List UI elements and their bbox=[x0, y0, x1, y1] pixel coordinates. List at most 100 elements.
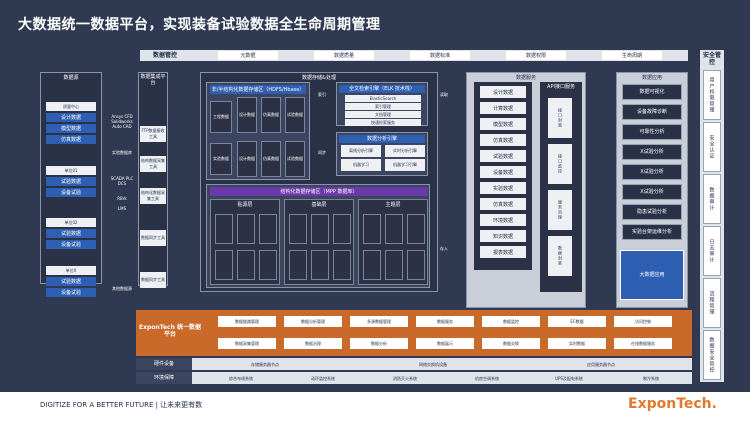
es-title: 全文检索引擎（ELK 技术栈） bbox=[339, 85, 425, 93]
collect-label: SCADA PLC DCS bbox=[110, 176, 134, 186]
service-item: 仿真数据 bbox=[480, 198, 526, 210]
mpp-cell bbox=[215, 250, 233, 280]
source-item: 设备试验 bbox=[46, 188, 96, 197]
api-title: API接口服务 bbox=[547, 84, 575, 90]
platform-head: ExponTech 统一数据平台 bbox=[139, 324, 201, 338]
env-item: 制冷系统 bbox=[643, 375, 659, 381]
governance-head: 数据管控 bbox=[152, 52, 177, 59]
env-item: 消防灭火系统 bbox=[393, 375, 417, 381]
source-item: 设计数据 bbox=[46, 113, 96, 122]
collect-tool: 数据同步工具 bbox=[140, 272, 166, 288]
api-item: 服务治理 bbox=[548, 190, 572, 230]
platform-item: 实时数据 bbox=[548, 338, 606, 349]
app-item: 可靠性分析 bbox=[622, 124, 682, 140]
mpp-cell bbox=[385, 250, 403, 280]
service-item: 模型数据 bbox=[480, 118, 526, 130]
hdfs-left: 工程数据 bbox=[210, 101, 232, 133]
security-item: 日志审计 bbox=[703, 226, 721, 276]
mpp-col-title: 基础层 bbox=[311, 201, 327, 208]
governance-item: 元数据 bbox=[218, 51, 278, 60]
security-item: 安全认证 bbox=[703, 122, 721, 172]
env-item: 动环监控系统 bbox=[311, 375, 335, 381]
mpp-cell bbox=[289, 214, 307, 244]
service-item: 计算数据 bbox=[480, 102, 526, 114]
label-read: 读取 bbox=[440, 92, 448, 97]
mpp-cell bbox=[237, 250, 255, 280]
mpp-title: 结构化数据存储区（MPP 数据库） bbox=[210, 187, 428, 196]
hw-item: 应用服务器节点 bbox=[587, 361, 615, 367]
es-item: ElasticSearch bbox=[345, 95, 421, 102]
brand-logo: ExponTech. bbox=[628, 396, 717, 412]
security-item: 流程管理 bbox=[703, 278, 721, 328]
service-item: 知识数据 bbox=[480, 230, 526, 242]
mpp-cell bbox=[333, 214, 351, 244]
source-item: 设备试验 bbox=[46, 240, 96, 249]
mpp-cell bbox=[407, 250, 425, 280]
governance-item: 数据质量 bbox=[314, 51, 374, 60]
collect-tool: 结构化数据采集工具 bbox=[140, 188, 166, 204]
env-item: UPS及配电系统 bbox=[555, 375, 583, 381]
page-title: 大数据统一数据平台，实现装备试验数据全生命周期管理 bbox=[18, 17, 381, 33]
data-source-title: 数据源 bbox=[63, 75, 79, 81]
app-item: 数据可视化 bbox=[622, 84, 682, 100]
platform-item: 数据交换 bbox=[482, 338, 540, 349]
collect-tool: FTP数据接收工具 bbox=[140, 126, 166, 142]
platform-item: 数据分析 bbox=[350, 338, 408, 349]
source-item: 设备试验 bbox=[46, 288, 96, 297]
source-head: 单位01 bbox=[46, 166, 96, 175]
source-head: 质量中心 bbox=[46, 102, 96, 111]
api-panel: API接口服务 接口封装接口监控服务治理数据封装 bbox=[540, 82, 582, 292]
mpp-col: 基础层 bbox=[284, 199, 354, 285]
platform-item: 多源数据管理 bbox=[350, 316, 408, 327]
platform-item: 数据监控 bbox=[482, 316, 540, 327]
api-item: 数据封装 bbox=[548, 236, 572, 276]
label-index: 索引 bbox=[318, 92, 326, 97]
footer-slogan: DIGITIZE FOR A BETTER FUTURE | 让未来更有数 bbox=[40, 401, 203, 409]
source-item: 试验数据 bbox=[46, 177, 96, 186]
service-item: 设备数据 bbox=[480, 166, 526, 178]
hdfs-col: 仿真数据 bbox=[261, 97, 281, 133]
app-item: X试验分析 bbox=[622, 144, 682, 160]
hdfs-col: 设计数据 bbox=[237, 97, 257, 133]
collect-tool: 结构数据采集工具 bbox=[140, 156, 166, 172]
mpp-cell bbox=[237, 214, 255, 244]
mpp-col: 贴源层 bbox=[210, 199, 280, 285]
hdfs-title: 非/半结构化数据存储区（HDFS/Hbase） bbox=[210, 85, 306, 94]
mpp-cell bbox=[363, 250, 381, 280]
platform-item: 数据治理 bbox=[284, 338, 342, 349]
es-item: 文档管理 bbox=[345, 111, 421, 118]
source-item: 仿真数据 bbox=[46, 135, 96, 144]
analysis-item: 机器学习引擎 bbox=[385, 159, 425, 171]
mpp-cell bbox=[363, 214, 381, 244]
app-item: 实验台架运维分析 bbox=[622, 224, 682, 240]
mpp-cell bbox=[259, 250, 277, 280]
service-item: 试验数据 bbox=[480, 150, 526, 162]
source-head: 单位02 bbox=[46, 218, 96, 227]
service-list: 设计数据计算数据模型数据仿真数据试验数据设备数据实验数据仿真数据环境数据知识数据… bbox=[474, 82, 532, 270]
env-head: 环境保障 bbox=[136, 372, 192, 384]
hdfs-col: 仿真数据 bbox=[261, 141, 281, 177]
app-item: 隐患试验分析 bbox=[622, 204, 682, 220]
mpp-cell bbox=[289, 250, 307, 280]
governance-item: 生命周期 bbox=[602, 51, 662, 60]
governance-item: 数据标准 bbox=[410, 51, 470, 60]
platform-item: 数据采集管理 bbox=[218, 338, 276, 349]
app-item: X试验分析 bbox=[622, 184, 682, 200]
app-item: 设备故障诊断 bbox=[622, 104, 682, 120]
collect-label: LMS bbox=[117, 206, 127, 211]
mpp-col-title: 主题层 bbox=[385, 201, 401, 208]
platform-item: EC数据 bbox=[548, 316, 606, 327]
app-title: 数据应用 bbox=[641, 74, 662, 81]
mpp-cell bbox=[215, 214, 233, 244]
es-item: 索引管理 bbox=[345, 103, 421, 110]
platform-item: 数据展示 bbox=[416, 338, 474, 349]
service-item: 设计数据 bbox=[480, 86, 526, 98]
platform-item: 数据分析管理 bbox=[284, 316, 342, 327]
analysis-title: 数据分析引擎 bbox=[339, 135, 425, 143]
hdfs-col: 试验数据 bbox=[285, 97, 305, 133]
label-write: 存入 bbox=[440, 246, 448, 251]
governance-items: 元数据数据质量数据标准数据权限生命周期 bbox=[200, 51, 680, 60]
source-item: 模型数据 bbox=[46, 124, 96, 133]
storage-title: 数据存储&处理 bbox=[302, 74, 336, 81]
